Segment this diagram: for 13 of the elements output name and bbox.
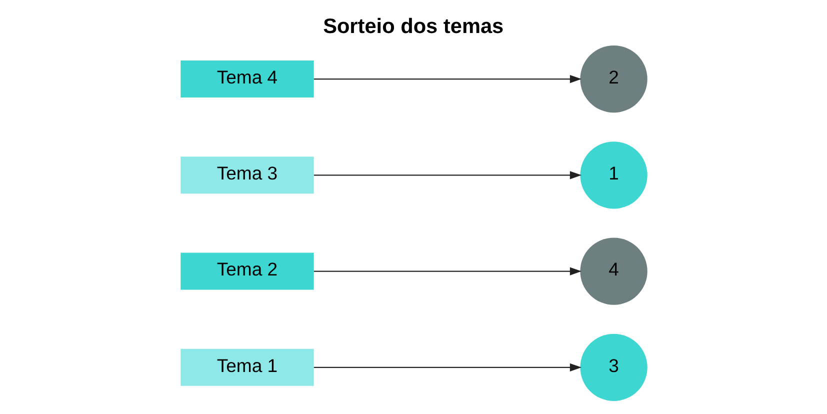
arrow xyxy=(313,363,582,372)
arrow xyxy=(313,74,582,84)
diagram-title: Sorteio dos temas xyxy=(322,15,504,38)
arrow xyxy=(313,267,582,276)
node-circle: 2 xyxy=(580,45,647,113)
arrow xyxy=(313,171,582,180)
node-circle: 4 xyxy=(580,238,647,305)
node-circle: 1 xyxy=(580,142,647,209)
node-box: Tema 4 xyxy=(180,60,314,98)
node-box: Tema 3 xyxy=(180,156,314,194)
node-circle: 3 xyxy=(580,334,647,401)
node-box: Tema 1 xyxy=(180,348,314,386)
node-box: Tema 2 xyxy=(180,252,314,290)
